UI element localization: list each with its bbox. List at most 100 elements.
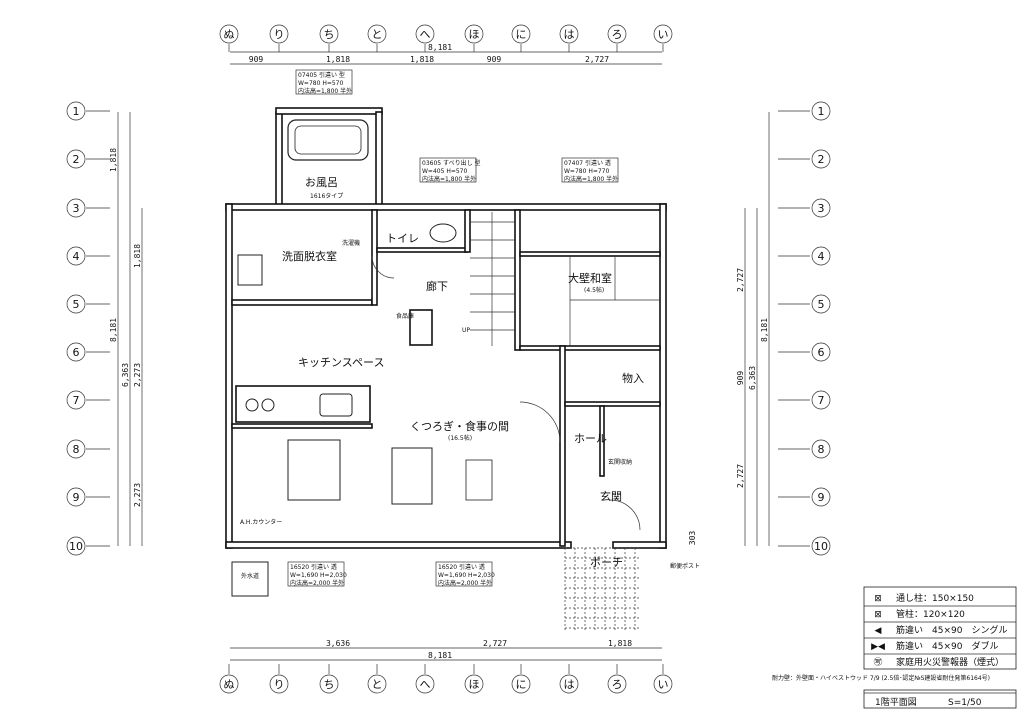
grid-lines [86,44,810,674]
window-spec-1: 07405 引違い 型 W=780 H=570 内法高=1,800 半外 [295,69,353,95]
grid-col-bubble [367,674,387,694]
grid-col-label: へ [420,678,431,691]
w2-line2: W=405 H=570 [422,168,467,175]
grid-col-label: ち [324,678,335,691]
dining-table [287,439,341,501]
dim-top-1: 1,818 [326,55,350,64]
grid-row-label: 9 [73,491,80,504]
wall-note: 耐力壁：外壁面・ハイベストウッド 7/9 (2.5倍･認定№S建設省耐住発第61… [772,674,990,682]
grid-col-label: い [658,678,669,691]
w1-line2: W=780 H=570 [298,80,343,87]
window-spec-5: 16520 引違い 透 W=1,690 H=2,030 内法高=2,000 半外 [435,561,495,587]
dim-right-extra: 303 [688,531,697,546]
grid-row-bubble [66,246,86,266]
room-porch: ポーチ [590,556,623,569]
room-bath-type: 1616タイプ [310,192,343,200]
room-storage: 物入 [622,371,644,385]
grid-col-bubble [269,674,289,694]
legend-text: 管柱：120×120 [896,608,965,620]
grid-col-bubble [367,24,387,44]
grid-col-label: ろ [612,678,623,691]
w3-line3: 内法高=1,800 半外 [564,175,618,183]
dim-bottom-total: 8,181 [428,651,452,660]
grid-col-bubble [653,24,673,44]
grid-row-bubble [66,487,86,507]
grid-row-bubble [66,439,86,459]
grid-row-bubble [811,342,831,362]
title-block: 1階平面図 S=1/50 [863,689,1017,709]
dim-right-2: 2,727 [736,464,745,488]
grid-col-bubble [511,24,531,44]
grid-col-bubble [607,674,627,694]
legend-symbol: ▶◀ [871,642,885,652]
w4-line3: 内法高=2,000 半外 [290,579,344,587]
w5-line3: 内法高=2,000 半外 [438,579,492,587]
grid-row-label: 4 [73,250,80,263]
grid-row-label: 6 [818,346,825,359]
grid-col-label: り [274,28,285,41]
grid-row-label: 3 [818,202,825,215]
grid-row-label: 2 [818,153,825,166]
grid-col-bubble [464,24,484,44]
grid-row-label: 10 [814,540,828,553]
shoe-storage-label: 玄関収納 [608,458,632,466]
grid-col-label: ほ [469,678,480,691]
dim-left-total: 8,181 [109,318,118,342]
w5-line2: W=1,690 H=2,030 [438,572,495,579]
bottom-dimensions: 3,636 2,727 1,818 8,181 [230,639,662,661]
stove-icon [245,398,259,412]
drawing-title: 1階平面図 [875,697,917,708]
porch-tiles [564,547,640,632]
w3-line1: 07407 引違い 透 [564,159,611,167]
grid-col-bubble [464,674,484,694]
dim-bottom-0: 3,636 [326,639,350,648]
legend: ⊠通し柱：150×150⊠管柱：120×120◀筋違い 45×90 シングル▶◀… [863,586,1017,670]
grid-col-label: ろ [612,28,623,41]
door-swing [519,401,561,443]
washbasin-icon [237,254,263,286]
staircase [470,212,515,346]
legend-text: 通し柱：150×150 [896,592,974,604]
grid-row-label: 7 [73,394,80,407]
room-dressing: 洗面脱衣室 [282,249,337,263]
grid-row-bubble [811,390,831,410]
dim-top-2: 1,818 [410,55,434,64]
grid-row-bubble [811,487,831,507]
grid-row-label: 5 [818,298,825,311]
grid-row-label: 6 [73,346,80,359]
grid-row-bubble [66,342,86,362]
stair-up-label: UP [462,327,470,334]
grid-col-bubble [269,24,289,44]
grid-col-bubble [607,24,627,44]
room-living-size: (16.5帖) [448,434,472,442]
grid-row-bubble [66,536,86,556]
grid-col-label: に [516,28,527,41]
grid-col-label: ぬ [224,678,235,691]
w4-line2: W=1,690 H=2,030 [290,572,347,579]
grid-row-bubble [66,149,86,169]
legend-symbol: ⊠ [874,610,882,620]
room-entrance-hall: ホール [574,432,607,445]
window-spec-4: 16520 引違い 透 W=1,690 H=2,030 内法高=2,000 半外 [287,561,347,587]
grid-col-bubble [653,674,673,694]
w3-line2: W=780 H=770 [564,168,609,175]
grid-col-bubble [319,674,339,694]
sofa [391,447,433,505]
outdoor-faucet-box [231,561,269,597]
room-entrance: 玄関 [600,489,622,503]
grid-row-bubble [811,536,831,556]
grid-col-label: と [372,28,383,41]
grid-col-bubble [219,674,239,694]
room-washer: 洗濯機 [342,239,360,247]
grid-col-bubble [319,24,339,44]
top-dimensions: 8,181 909 1,818 1,818 909 2,727 [230,43,662,65]
dim-top-4: 2,727 [585,55,609,64]
dim-right-0: 2,727 [736,268,745,292]
grid-row-bubble [811,101,831,121]
dim-top-total: 8,181 [428,43,452,52]
grid-col-label: へ [420,28,431,41]
tatami [569,256,660,346]
room-kitchen: キッチンスペース [298,356,384,369]
dim-right-1: 909 [736,371,745,386]
